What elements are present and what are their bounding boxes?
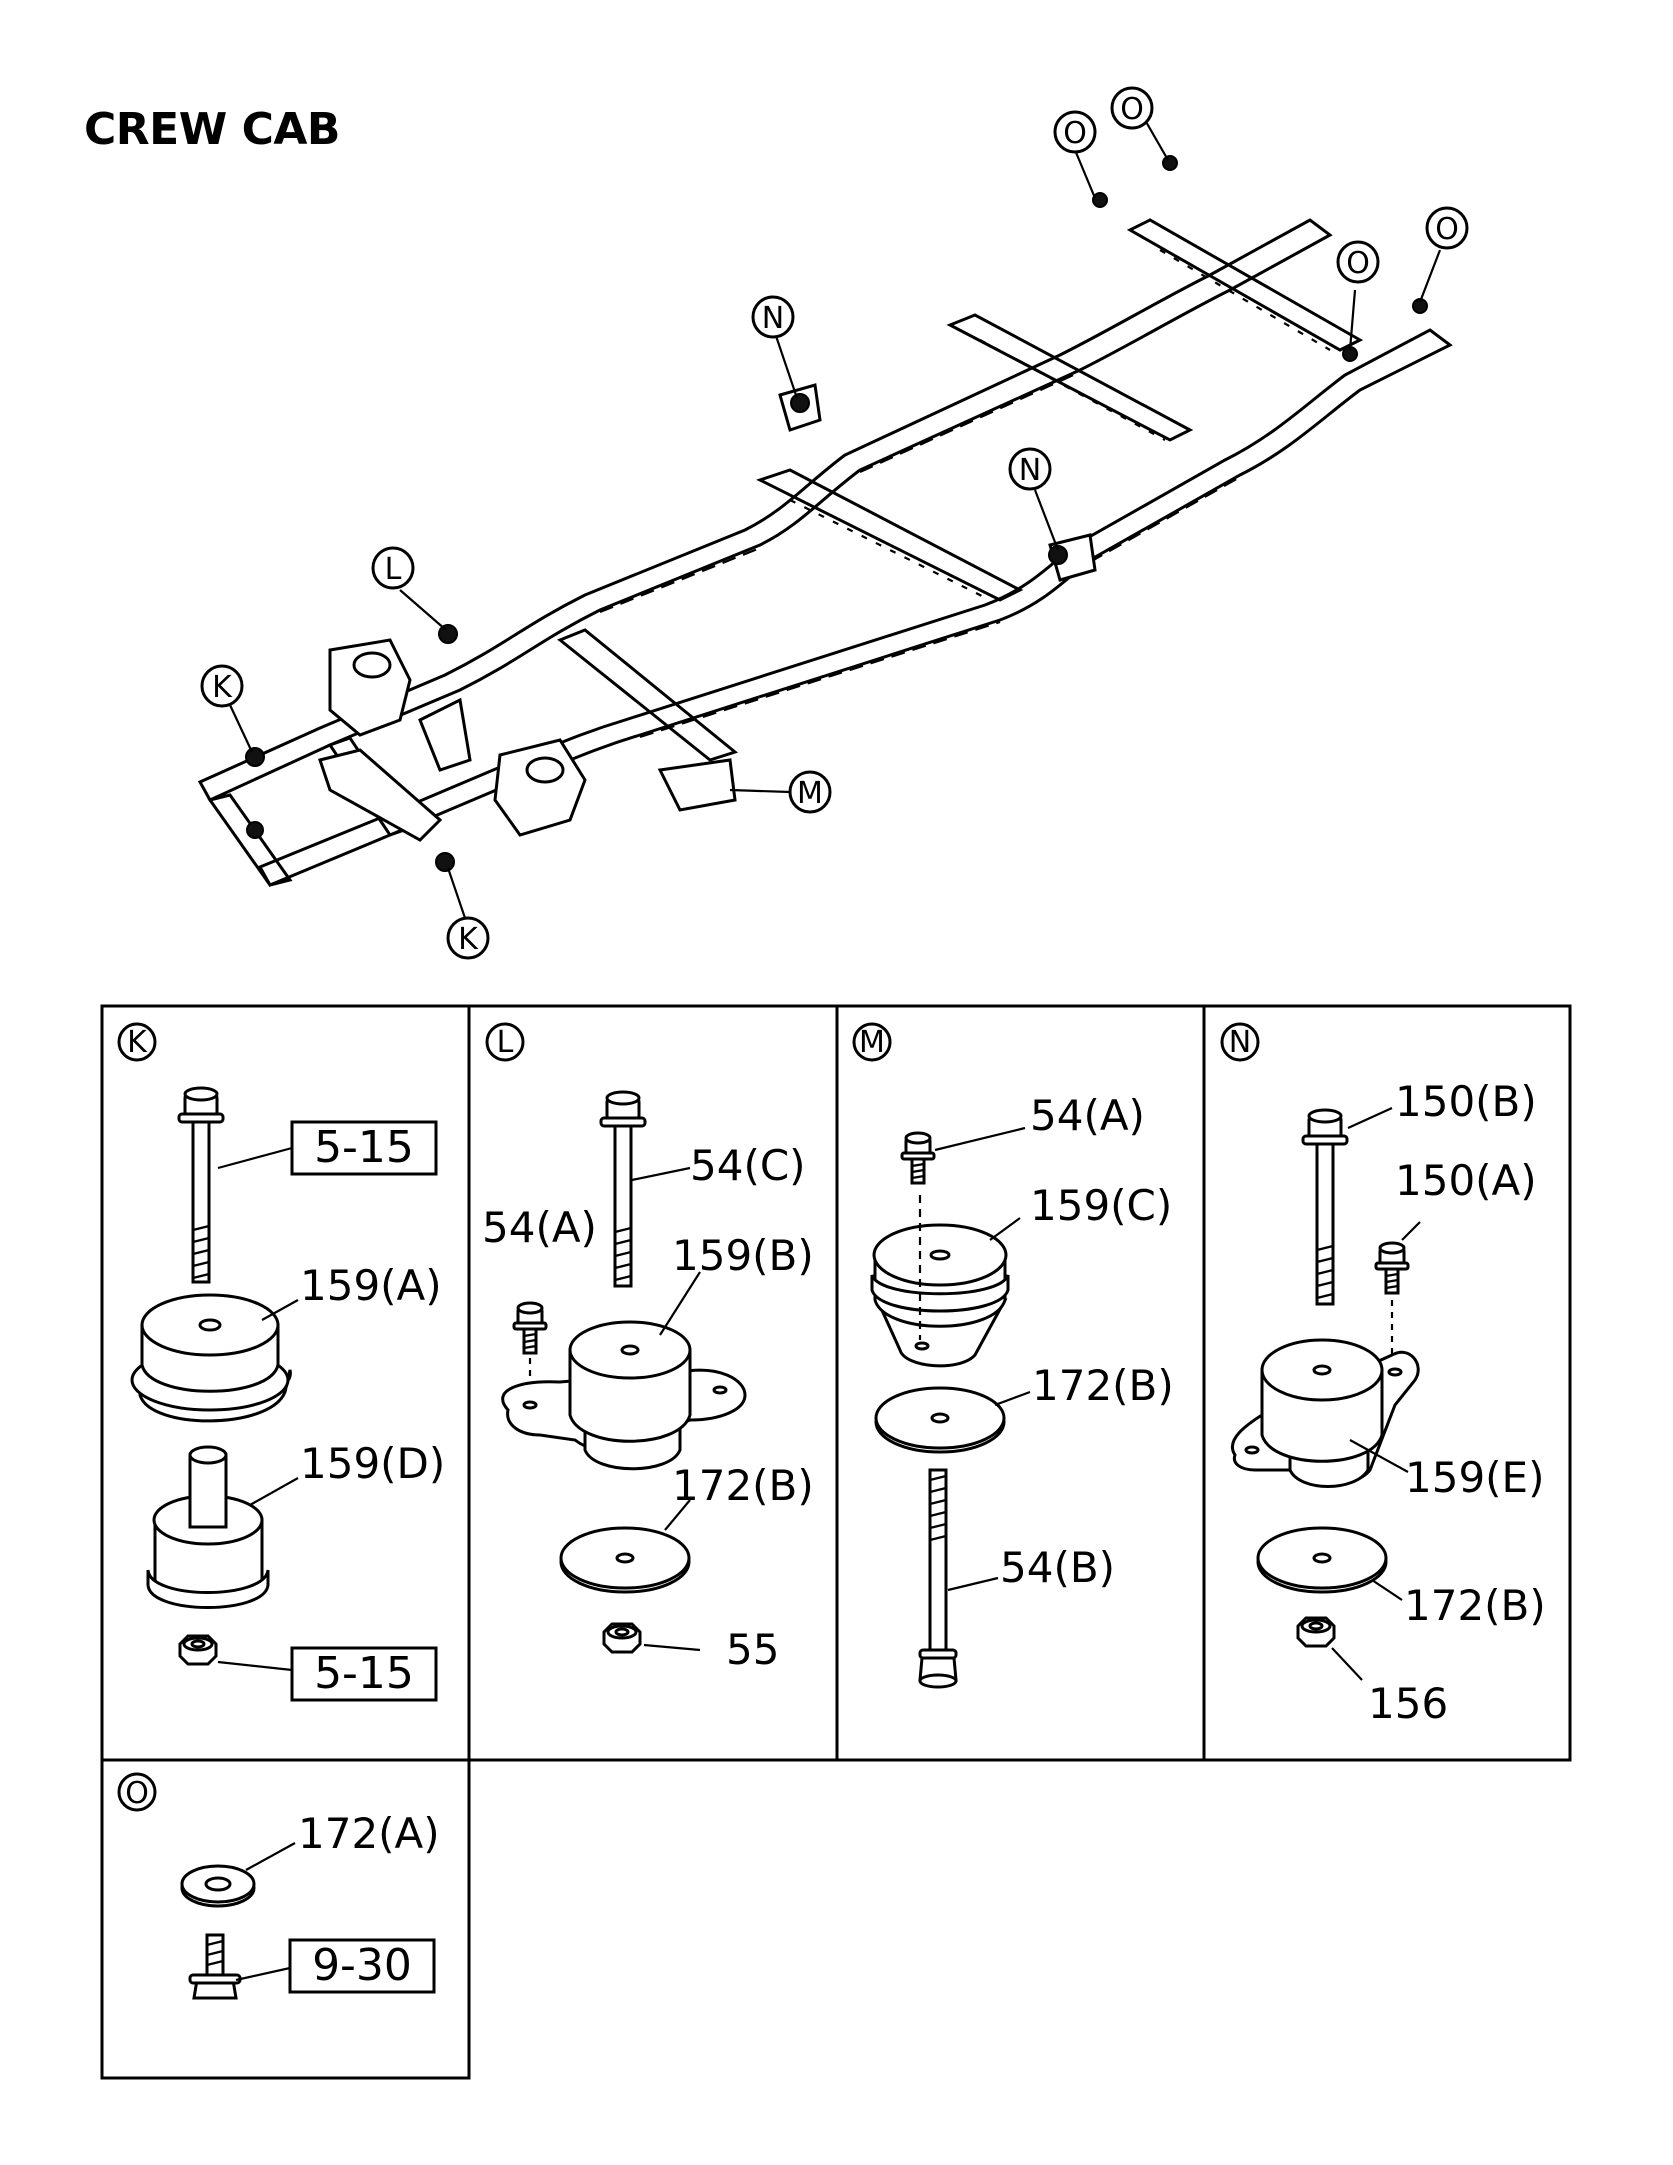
callout-K2: K: [446, 916, 490, 960]
panel-O-letter: O: [125, 1776, 149, 1811]
callout-K1: K: [200, 664, 244, 708]
callout-M-text: M: [797, 776, 823, 811]
callout-O1: O: [1053, 110, 1097, 154]
bolt-150B: [1301, 1108, 1349, 1306]
panel-L-letter: L: [497, 1025, 514, 1060]
label-159C: 159(C): [1030, 1181, 1172, 1230]
page-title: CREW CAB: [84, 104, 340, 155]
callout-O2: O: [1110, 86, 1154, 130]
label-172B: 172(B): [1404, 1581, 1546, 1630]
panel-M-letter: M: [859, 1025, 885, 1060]
washer-172B: [874, 1386, 1006, 1454]
callout-M: M: [788, 770, 832, 814]
mount-159A: [130, 1293, 292, 1423]
chassis-frame-illustration: [197, 155, 1453, 887]
small-bolt: [512, 1301, 548, 1355]
label-159D: 159(D): [300, 1439, 445, 1488]
ref-box-5-15-upper-text: 5-15: [314, 1122, 414, 1173]
ref-box-5-15-lower-text: 5-15: [314, 1648, 414, 1699]
ref-box-9-30-text: 9-30: [312, 1940, 412, 1991]
label-54C: 54(C): [690, 1141, 806, 1190]
callout-L: L: [371, 546, 415, 590]
label-172B: 172(B): [672, 1461, 814, 1510]
washer-172A: [180, 1864, 256, 1908]
callout-N1-text: N: [762, 301, 784, 336]
nut-55: [602, 1622, 642, 1654]
callout-O4-text: O: [1435, 212, 1459, 247]
callout-leaders: [229, 119, 1442, 919]
panel-N: N 150(B) 150(A) 159(E) 172(B) 156: [1220, 1022, 1546, 1728]
mount-159D: [146, 1445, 270, 1609]
mount-159B: [501, 1320, 747, 1471]
label-156: 156: [1368, 1679, 1448, 1728]
ref-box-5-15-lower: [290, 1646, 438, 1702]
callout-O2-text: O: [1120, 92, 1144, 127]
panel-M: M 54(A) 159(C) 172(B) 54(B): [852, 1022, 1174, 1689]
detail-panels-grid: [100, 1004, 1572, 2080]
nut: [178, 1634, 218, 1666]
bolt-54B: [918, 1468, 958, 1689]
label-54B: 54(B): [1000, 1543, 1115, 1592]
bolt: [177, 1086, 225, 1284]
callout-N1: N: [751, 295, 795, 339]
callout-O3-text: O: [1346, 246, 1370, 281]
label-159E: 159(E): [1405, 1453, 1544, 1502]
small-bolt: [1374, 1241, 1410, 1295]
label-159B: 159(B): [672, 1231, 814, 1280]
callout-L-text: L: [385, 552, 402, 587]
mount-159C: [870, 1223, 1010, 1368]
callout-O4: O: [1425, 206, 1469, 250]
callout-N2: N: [1008, 447, 1052, 491]
callout-O1-text: O: [1063, 116, 1087, 151]
callout-N2-text: N: [1019, 453, 1041, 488]
label-54A: 54(A): [1030, 1091, 1145, 1140]
label-159A: 159(A): [300, 1261, 442, 1310]
small-bolt: [900, 1131, 936, 1185]
ref-box-9-30: [288, 1938, 436, 1994]
panel-N-letter: N: [1229, 1025, 1251, 1060]
ref-box-5-15-upper: [290, 1120, 438, 1176]
label-54A: 54(A): [482, 1203, 597, 1252]
callout-K1-text: K: [212, 670, 233, 705]
label-55: 55: [726, 1625, 779, 1674]
bolt: [188, 1933, 242, 2000]
washer-172B: [1256, 1526, 1388, 1594]
nut-156: [1296, 1616, 1336, 1648]
bolt: [599, 1090, 647, 1288]
panel-K-letter: K: [127, 1025, 148, 1060]
callout-O3: O: [1336, 240, 1380, 284]
callout-K2-text: K: [458, 922, 479, 957]
panel-O: O 172(A) 9-30: [117, 1772, 440, 2000]
panel-L: L 54(C) 54(A) 159(B) 172(B) 55: [482, 1022, 814, 1674]
mount-159E: [1231, 1338, 1420, 1488]
label-172A: 172(A): [298, 1809, 440, 1858]
label-172B: 172(B): [1032, 1361, 1174, 1410]
label-150A: 150(A): [1395, 1156, 1537, 1205]
panel-K: K 5-15 159(A) 159(D): [117, 1022, 445, 1702]
label-150B: 150(B): [1395, 1077, 1537, 1126]
washer-172B: [559, 1526, 691, 1594]
